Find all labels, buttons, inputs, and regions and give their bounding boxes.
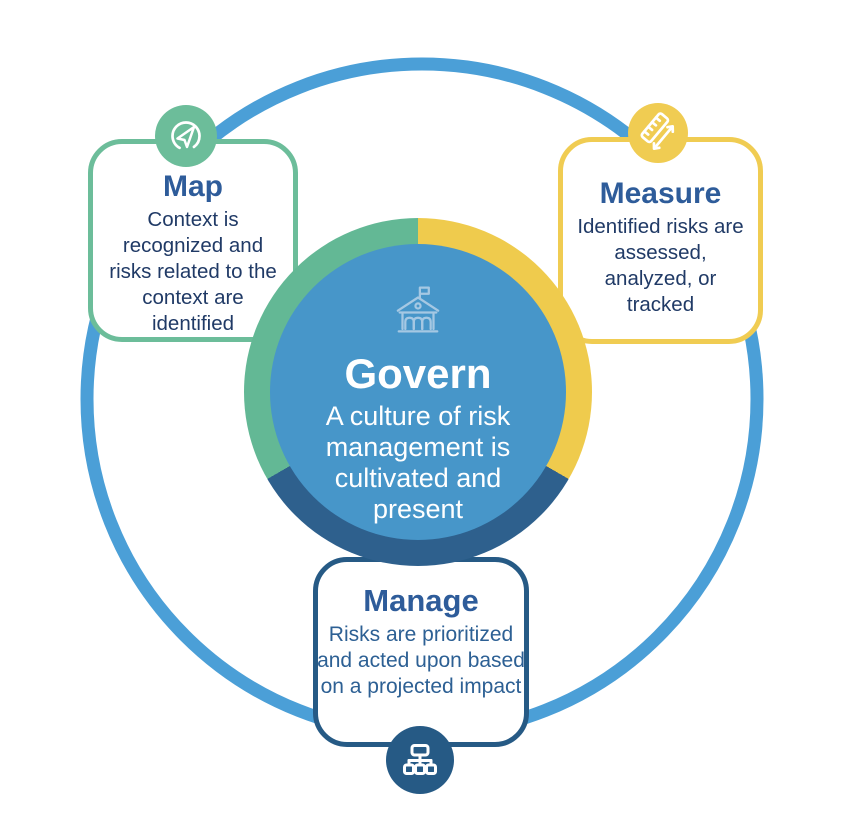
org-chart-icon xyxy=(403,744,437,775)
measure-icon-badge xyxy=(628,103,688,163)
govern-disc: Govern A culture of risk management is c… xyxy=(270,244,566,540)
manage-title: Manage xyxy=(363,583,479,618)
measure-card: Measure Identified risks are assessed, a… xyxy=(558,137,763,344)
navigation-send-icon xyxy=(171,121,201,151)
measure-title: Measure xyxy=(599,177,722,210)
map-title: Map xyxy=(163,170,223,203)
govern-segment-ring: Govern A culture of risk management is c… xyxy=(244,218,592,566)
manage-card: Manage Risks are prioritized and acted u… xyxy=(313,557,529,747)
government-building-icon xyxy=(396,286,440,333)
govern-title: Govern xyxy=(344,350,492,397)
map-icon-badge xyxy=(155,105,217,167)
manage-icon-badge xyxy=(386,726,454,794)
map-card: Map Context is recognized and risks rela… xyxy=(88,139,298,342)
govern-description: A culture of risk management is cultivat… xyxy=(325,401,511,525)
measure-description: Identified risks are assessed, analyzed,… xyxy=(577,214,744,316)
manage-description: Risks are prioritized and acted upon bas… xyxy=(317,622,525,698)
map-description: Context is recognized and risks related … xyxy=(109,207,277,335)
ruler-measure-icon xyxy=(640,112,675,150)
